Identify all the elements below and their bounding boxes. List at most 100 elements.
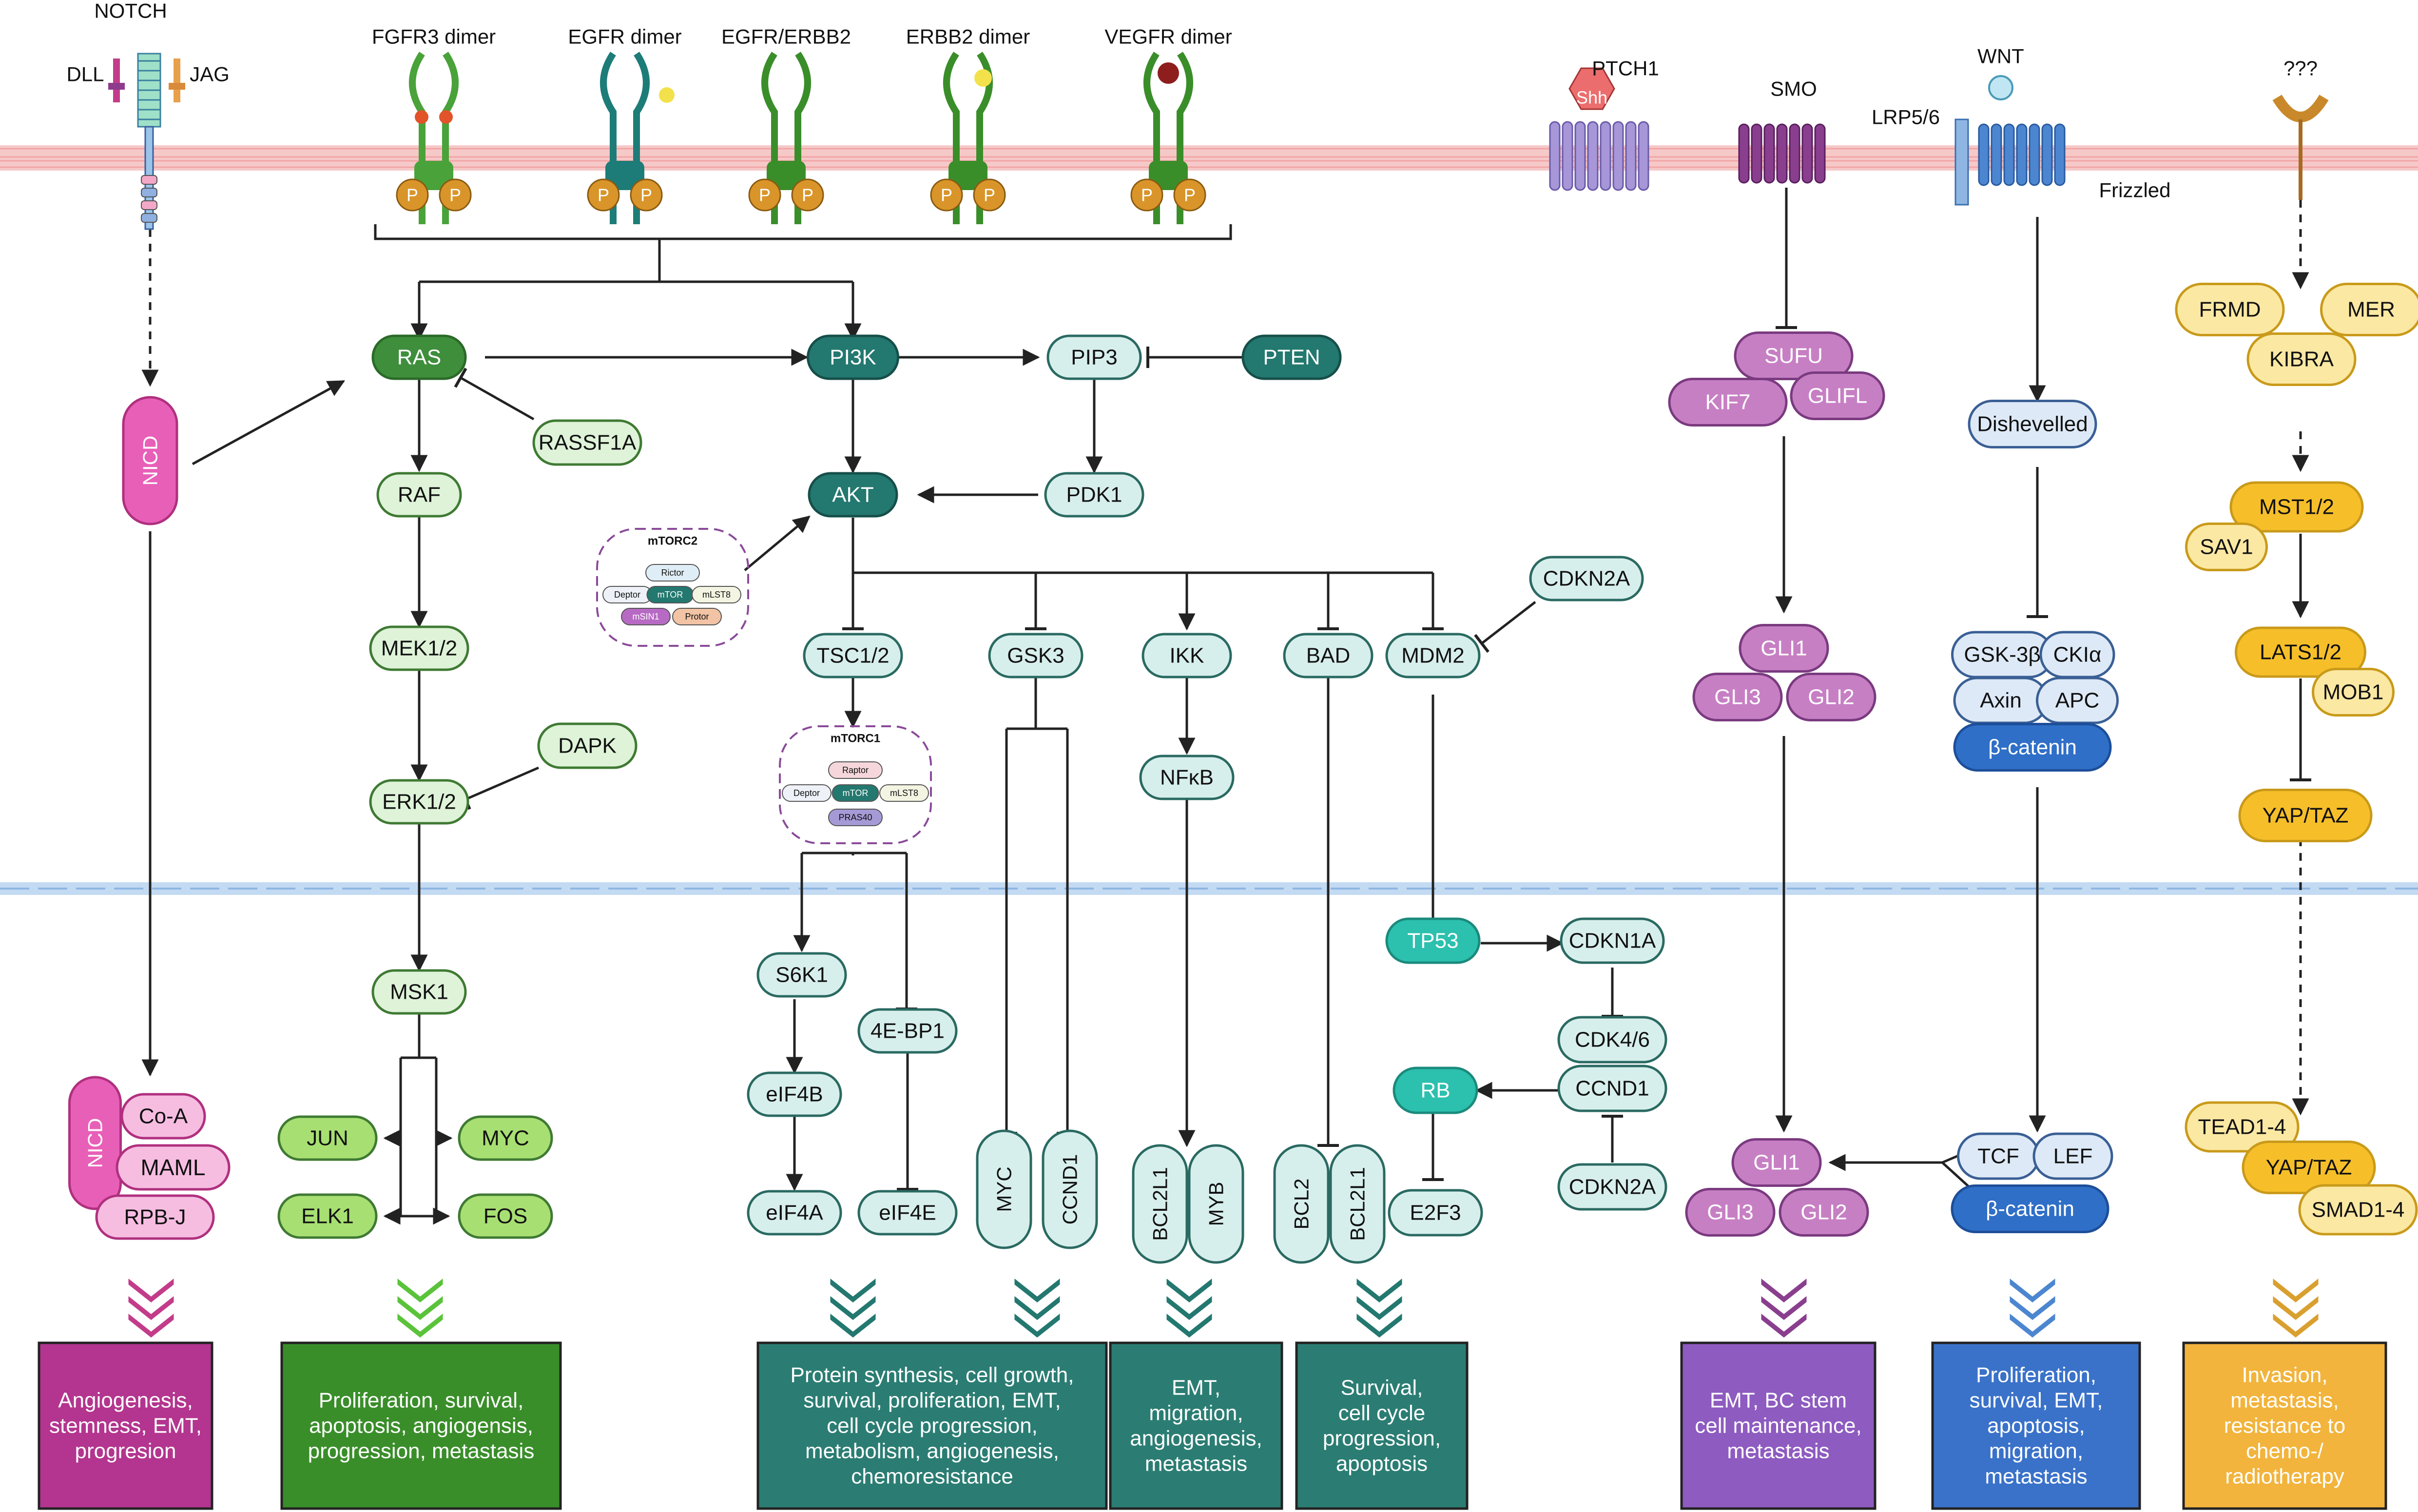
elk1-label: ELK1: [301, 1204, 354, 1228]
frmd-node: [2175, 283, 2285, 336]
mtorc1-complex-subunit-label: mTOR: [843, 788, 869, 798]
pathway-chevron-icon: [2008, 1275, 2057, 1304]
yap-a-label: YAP/TAZ: [2263, 804, 2349, 828]
jag-ligand-icon: [169, 83, 185, 90]
gsk3-label: GSK3: [1007, 644, 1064, 668]
pathway-chevron-icon: [1165, 1275, 1214, 1304]
dll-ligand-icon: [108, 83, 125, 90]
outcome-text: migration,: [1149, 1401, 1243, 1425]
mtorc2-to-akt-arrow: [744, 515, 811, 571]
msk1-node: [371, 969, 467, 1015]
outcome-text: angiogenesis,: [1130, 1427, 1262, 1451]
inhibition-bar: [454, 368, 467, 388]
frizzled-receptor-icon: [1991, 123, 2002, 186]
frizzled-label: Frizzled: [2099, 179, 2170, 202]
outcome-text: metastasis,: [2230, 1389, 2339, 1413]
notch-domain: [141, 213, 157, 223]
eif4a-node: [747, 1190, 842, 1236]
nicd-to-ras-arrow: [192, 380, 346, 465]
ras-label: RAS: [397, 346, 441, 369]
erbb2-title: ERBB2 dimer: [906, 25, 1030, 48]
vegfr-receptor-icon: [1143, 52, 1193, 224]
outcome-text: cell cycle progression,: [827, 1414, 1038, 1438]
mst-node: [2229, 481, 2364, 533]
wnt-title: WNT: [1977, 45, 2024, 68]
inhibition-bar: [1474, 634, 1489, 653]
outcome-text: Proliferation, survival,: [319, 1389, 524, 1413]
mtorc2-complex-subunit: [672, 608, 722, 625]
mer-label: MER: [2347, 298, 2395, 322]
dishevelled-node: [1968, 400, 2097, 448]
tsc-label: TSC1/2: [816, 644, 889, 668]
outcome-text: survival, EMT,: [1970, 1389, 2103, 1413]
bcl2l1-a-label: BCL2L1: [1149, 1167, 1172, 1241]
pathway-chevron-icon: [396, 1275, 445, 1304]
vegfr-kinase-domain: [1149, 161, 1188, 190]
smo-receptor-icon: [1776, 123, 1788, 184]
mdm2-node: [1385, 633, 1481, 678]
phosphate-label: P: [640, 185, 652, 205]
pip3-node: [1046, 334, 1142, 380]
myc-erk-label: MYC: [482, 1126, 529, 1150]
tsc-node: [803, 633, 903, 678]
bad-node: [1283, 633, 1373, 678]
nfkb-label: NFκB: [1160, 766, 1214, 790]
outcome-text: apoptosis: [1336, 1452, 1428, 1476]
akt-label: AKT: [832, 483, 874, 507]
pi3k-node: [807, 334, 899, 380]
lef-label: LEF: [2053, 1144, 2093, 1168]
outcome-text: radiotherapy: [2225, 1465, 2344, 1489]
pathway-chevron-icon: [2271, 1293, 2320, 1322]
pathway-chevron-icon: [829, 1275, 877, 1304]
lrp-label: LRP5/6: [1872, 106, 1940, 129]
bcat-b-node: [1951, 1184, 2109, 1233]
jun-node: [277, 1115, 378, 1161]
smo-receptor-icon: [1751, 123, 1762, 184]
activation-arrow: [435, 1058, 453, 1147]
ptch1-receptor-icon: [1600, 121, 1611, 191]
tcf-label: TCF: [1977, 1144, 2019, 1168]
gli1-b-label: GLI1: [1753, 1151, 1799, 1175]
activation-arrow: [383, 1058, 402, 1147]
ras-node: [371, 334, 467, 380]
gli3-a-label: GLI3: [1714, 685, 1760, 709]
gsk3b-label: GSK-3β: [1964, 643, 2040, 667]
rpbj-label: RPB-J: [124, 1205, 186, 1229]
s6k1-label: S6K1: [775, 963, 828, 987]
phosphate-label: P: [759, 185, 771, 205]
connector: [802, 852, 854, 855]
eif4e-node: [857, 1190, 958, 1236]
mob1-node: [2312, 668, 2395, 717]
bcl2-label: BCL2: [1290, 1178, 1313, 1229]
outcome-box: [1680, 1341, 1876, 1510]
pathway-chevron-icon: [829, 1310, 877, 1339]
frmd-label: FRMD: [2199, 298, 2261, 322]
mtorc2-complex-subunit: [692, 586, 741, 603]
smo-receptor-icon: [1814, 123, 1826, 184]
shh-ligand-icon: [1568, 67, 1615, 110]
gli2-b-label: GLI2: [1800, 1201, 1847, 1224]
myc-label: MYC: [993, 1166, 1016, 1212]
cki-label: CKIα: [2053, 643, 2102, 667]
fgfr3-title: FGFR3 dimer: [372, 25, 496, 48]
egfr-title: EGFR dimer: [568, 25, 681, 48]
cdkn2a-top-label: CDKN2A: [1543, 567, 1630, 591]
phosphate-label: P: [984, 185, 995, 205]
mtorc2-complex-subunit-label: mLST8: [702, 590, 731, 600]
coa-node: [120, 1093, 206, 1140]
gli1-b-node: [1731, 1138, 1822, 1187]
gli3-a-node: [1692, 673, 1783, 721]
ptch1-receptor-icon: [1562, 121, 1573, 191]
bcl2l1-b-node: [1329, 1144, 1386, 1264]
smo-receptor-icon: [1763, 123, 1775, 184]
rassf1a-node: [532, 419, 642, 466]
ptch1-receptor-icon: [1638, 121, 1649, 191]
outcome-text: Protein synthesis, cell growth,: [790, 1363, 1074, 1387]
fos-label: FOS: [484, 1204, 527, 1228]
smo-receptor-icon: [1789, 123, 1800, 184]
outcome-text: EMT,: [1172, 1376, 1220, 1400]
outcome-text: Invasion,: [2242, 1363, 2327, 1387]
jag-label: JAG: [190, 63, 230, 86]
msk1-label: MSK1: [390, 980, 448, 1004]
mtorc1-complex-subunit: [879, 784, 929, 802]
